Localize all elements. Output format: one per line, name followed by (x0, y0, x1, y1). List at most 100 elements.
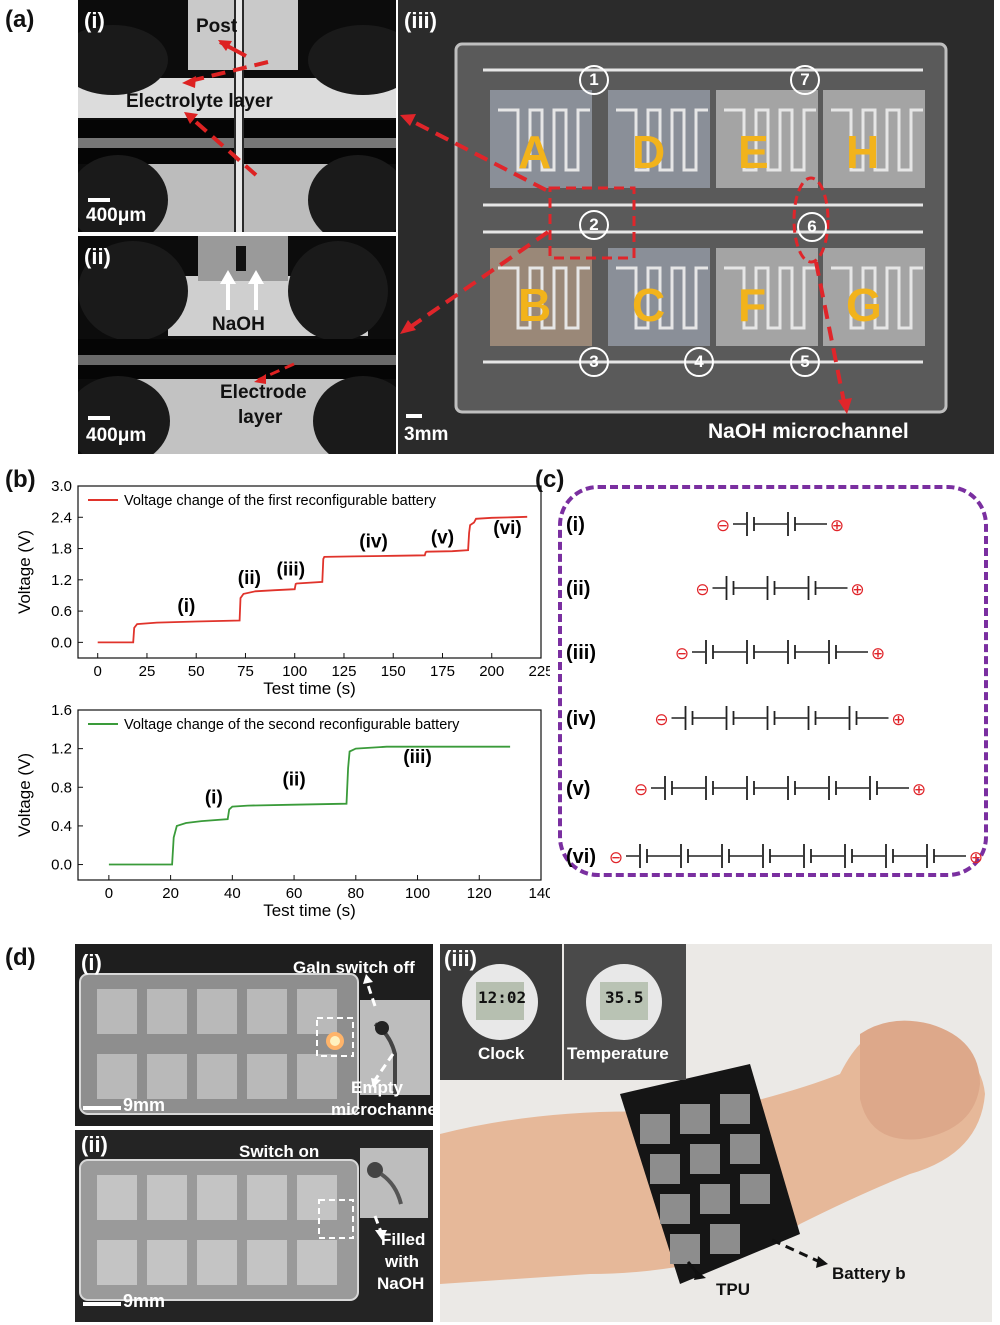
battery-label-f: F (738, 279, 767, 331)
circuit-row: (iii)⊖⊕ (566, 640, 885, 664)
positive-terminal: ⊕ (912, 780, 926, 799)
subpanel-d-iii-label: (iii) (444, 946, 477, 971)
subpanel-a-i-label: (i) (84, 8, 105, 33)
battery-label-d: D (632, 126, 666, 178)
subpanel-a-iii-label: (iii) (404, 8, 437, 33)
y-axis-label: Voltage (V) (15, 753, 34, 837)
y-tick-label: 1.8 (51, 541, 72, 558)
cell-gap (766, 583, 775, 593)
gain-switch-off-label: GaIn switch off (293, 958, 415, 977)
scale-label: 400μm (86, 425, 147, 446)
device-photo: (iii) A D E H B C F G 1 2 3 4 5 6 7 NaOH… (398, 0, 994, 454)
positive-terminal: ⊕ (871, 644, 885, 663)
electrode-label-line1: Electrode (220, 382, 307, 403)
stage-annotation: (i) (177, 596, 195, 617)
clock-display: 12:02 (478, 988, 527, 1007)
cell-gap (746, 519, 754, 529)
naoh-label: NaOH (212, 314, 265, 335)
y-tick-label: 0.0 (51, 857, 72, 874)
cell-gap (807, 713, 816, 723)
node-3: 3 (579, 347, 609, 377)
stage-annotation: (vi) (493, 518, 522, 539)
cell-gap (848, 713, 857, 723)
stage-annotation: (i) (205, 788, 223, 809)
x-tick-label: 140 (528, 885, 550, 902)
y-tick-label: 1.2 (51, 741, 72, 758)
positive-terminal: ⊕ (891, 710, 905, 729)
filled-label-line3: NaOH (377, 1274, 425, 1293)
battery-label-a: A (518, 126, 552, 178)
empty-label-line2: microchannel (331, 1100, 433, 1119)
switch-on-label: Switch on (239, 1142, 320, 1161)
scale-bar (88, 198, 110, 202)
cell-gap (869, 783, 877, 793)
tpu-label: TPU (716, 1280, 750, 1299)
circuit-row: (i) ⊖ ⊕ (566, 512, 844, 536)
x-axis-label: Test time (s) (263, 901, 356, 920)
negative-terminal: ⊖ (695, 580, 709, 599)
x-tick-label: 80 (347, 885, 364, 902)
scale-label: 400μm (86, 205, 147, 226)
device-switch-off-photo: (i) GaIn switch off Empty microchannel 9… (75, 944, 433, 1126)
negative-terminal: ⊖ (609, 848, 623, 867)
cell-gap (721, 851, 729, 861)
subpanel-d-i-label: (i) (81, 950, 102, 975)
micrograph-electrolyte-layer: (i) Post Electrolyte layer 400μm (78, 0, 396, 232)
cell-gap (746, 783, 754, 793)
x-tick-label: 120 (467, 885, 492, 902)
circuit-row: (iv)⊖⊕ (566, 706, 906, 730)
x-tick-label: 75 (237, 663, 254, 680)
panel-d-label: (d) (5, 944, 36, 971)
negative-terminal: ⊖ (634, 780, 648, 799)
cell-gap (680, 851, 688, 861)
circuit-diagrams: (i)⊖⊕(ii)⊖⊕(iii)⊖⊕(iv)⊖⊕(v)⊖⊕(vi)⊖⊕ (566, 512, 983, 868)
x-tick-label: 60 (286, 885, 303, 902)
battery-b-label: Battery b (832, 1264, 906, 1283)
empty-label-line1: Empty (351, 1078, 403, 1097)
cell-gap (746, 647, 754, 657)
negative-terminal: ⊖ (716, 516, 730, 535)
stage-annotation: (ii) (282, 769, 305, 790)
scale-bar (88, 416, 110, 420)
cell-gap (705, 647, 713, 657)
y-tick-label: 1.6 (51, 702, 72, 719)
temperature-label: Temperature (567, 1044, 669, 1063)
filled-label-line2: with (385, 1252, 419, 1271)
cell-gap (844, 851, 852, 861)
y-tick-label: 3.0 (51, 478, 72, 495)
cell-gap (705, 783, 713, 793)
cell-gap (787, 647, 795, 657)
node-4: 4 (684, 347, 714, 377)
node-1: 1 (579, 65, 609, 95)
scale-bar (83, 1106, 121, 1110)
negative-terminal: ⊖ (675, 644, 689, 663)
y-axis-label: Voltage (V) (15, 530, 34, 614)
y-tick-label: 2.4 (51, 509, 72, 526)
series-line (97, 515, 528, 644)
x-tick-label: 175 (430, 663, 455, 680)
y-tick-label: 0.8 (51, 779, 72, 796)
node-6: 6 (797, 212, 827, 242)
stage-annotation: (v) (431, 527, 454, 548)
cell-gap (828, 783, 836, 793)
stage-annotation: (iii) (277, 560, 306, 581)
subpanel-d-ii-label: (ii) (81, 1132, 108, 1157)
cell-gap (787, 783, 795, 793)
positive-terminal: ⊕ (850, 580, 864, 599)
node-7: 7 (790, 65, 820, 95)
circuit-row-label: (i) (566, 514, 585, 536)
x-tick-label: 40 (224, 885, 241, 902)
cell-gap (725, 713, 734, 723)
panel-b-label: (b) (5, 466, 36, 493)
battery-label-g: G (846, 279, 882, 331)
x-tick-label: 200 (479, 663, 504, 680)
naoh-microchannel-label: NaOH microchannel (708, 420, 909, 443)
battery-label-e: E (738, 126, 769, 178)
cell-gap (885, 851, 893, 861)
temperature-display: 35.5 (605, 988, 644, 1007)
scale-label: 9mm (123, 1291, 166, 1311)
positive-terminal: ⊕ (830, 516, 844, 535)
cell-gap (803, 851, 811, 861)
